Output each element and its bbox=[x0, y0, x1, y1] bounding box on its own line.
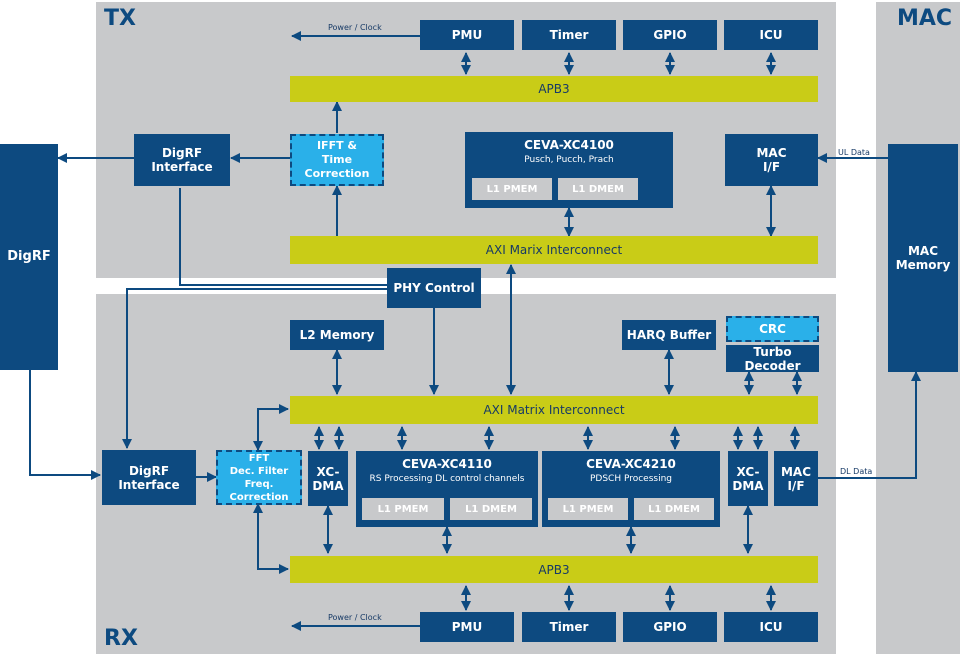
rx-harq-buffer-block: HARQ Buffer bbox=[622, 320, 716, 350]
rx-dsp2-name: CEVA-XC4210 bbox=[586, 457, 676, 471]
rx-pmu-block: PMU bbox=[420, 612, 514, 642]
rx-axi-interconnect: AXI Matrix Interconnect bbox=[290, 396, 818, 424]
rx-crc-block: CRC bbox=[726, 316, 819, 342]
rx-dsp2-l1-pmem: L1 PMEM bbox=[548, 498, 628, 520]
tx-power-clock-label: Power / Clock bbox=[328, 23, 382, 32]
dl-data-label: DL Data bbox=[840, 467, 873, 476]
rx-timer-block: Timer bbox=[522, 612, 616, 642]
rx-apb3-bus: APB3 bbox=[290, 556, 818, 583]
tx-apb3-bus: APB3 bbox=[290, 76, 818, 102]
tx-gpio-block: GPIO bbox=[623, 20, 717, 50]
tx-l1-pmem: L1 PMEM bbox=[472, 178, 552, 200]
rx-turbo-decoder-block: Turbo Decoder bbox=[726, 345, 819, 373]
mac-title: MAC bbox=[897, 6, 953, 31]
tx-icu-block: ICU bbox=[724, 20, 818, 50]
tx-dsp-name: CEVA-XC4100 bbox=[524, 138, 614, 152]
digrf-block: DigRF bbox=[0, 144, 58, 370]
phy-control-block: PHY Control bbox=[387, 268, 481, 308]
rx-icu-block: ICU bbox=[724, 612, 818, 642]
tx-l1-dmem: L1 DMEM bbox=[558, 178, 638, 200]
tx-pmu-block: PMU bbox=[420, 20, 514, 50]
rx-dsp1-name: CEVA-XC4110 bbox=[402, 457, 492, 471]
rx-dsp1-l1-dmem: L1 DMEM bbox=[450, 498, 532, 520]
rx-dsp2-desc: PDSCH Processing bbox=[589, 474, 673, 484]
rx-dsp2-l1-dmem: L1 DMEM bbox=[634, 498, 714, 520]
rx-power-clock-label: Power / Clock bbox=[328, 613, 382, 622]
tx-dsp-desc: Pusch, Pucch, Prach bbox=[524, 155, 614, 165]
tx-axi-interconnect: AXI Marix Interconnect bbox=[290, 236, 818, 264]
rx-xc-dma-right: XC-DMA bbox=[728, 451, 768, 506]
rx-gpio-block: GPIO bbox=[623, 612, 717, 642]
ul-data-label: UL Data bbox=[838, 148, 870, 157]
rx-l2-memory-block: L2 Memory bbox=[290, 320, 384, 350]
rx-title: RX bbox=[104, 626, 138, 651]
rx-dsp1-desc: RS Processing DL control channels bbox=[369, 474, 525, 484]
tx-title: TX bbox=[104, 6, 136, 31]
rx-dsp1-l1-pmem: L1 PMEM bbox=[362, 498, 444, 520]
tx-timer-block: Timer bbox=[522, 20, 616, 50]
rx-xc-dma-left: XC-DMA bbox=[308, 451, 348, 506]
